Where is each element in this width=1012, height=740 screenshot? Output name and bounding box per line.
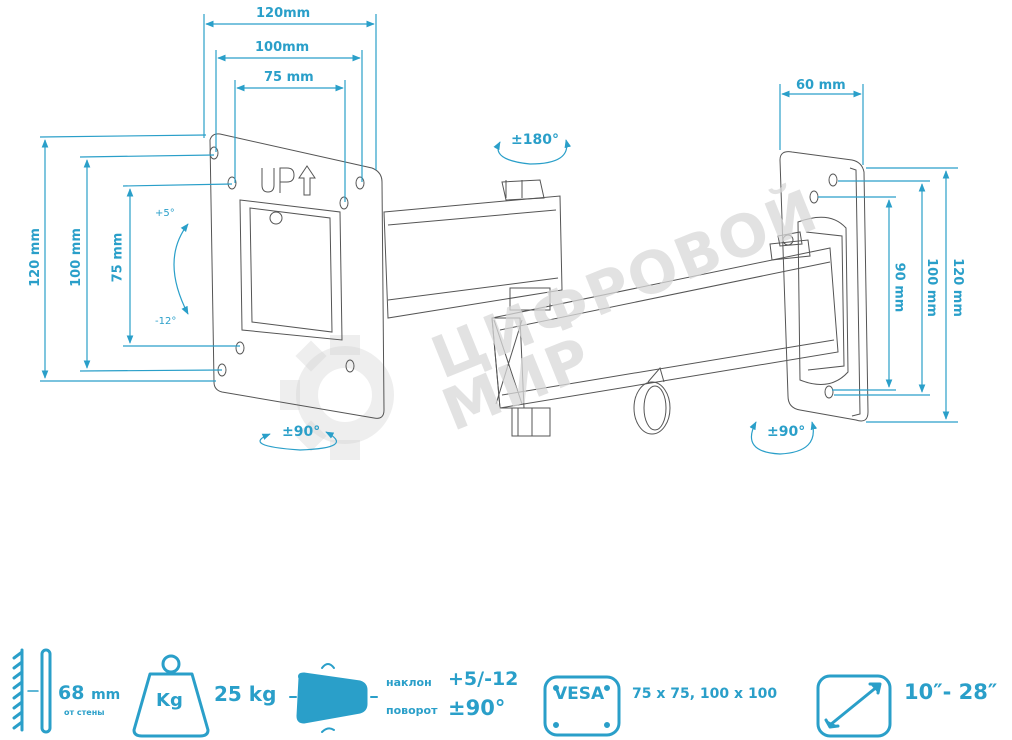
screen-size-icon <box>816 674 892 738</box>
wall-distance-value: 68 mm <box>58 682 121 704</box>
wall-distance-caption: от стены <box>64 708 105 717</box>
tilt-value: +5/-12 <box>448 668 519 690</box>
arm-rotation-label: ±180° <box>511 132 559 148</box>
dim-tv-height-75: 75 mm <box>110 232 126 283</box>
dim-wall-height-100: 100 mm <box>923 258 939 317</box>
vesa-icon-label: VESA <box>554 684 605 704</box>
tilt-down-label: -12° <box>155 316 177 327</box>
swivel-value: ±90° <box>448 696 506 720</box>
weight-icon <box>132 654 210 738</box>
mount-drawing <box>39 14 958 460</box>
dim-tv-width-100: 100mm <box>255 40 310 55</box>
dim-wall-height-90: 90 mm <box>891 262 907 313</box>
dim-wall-height-120: 120 mm <box>949 258 965 317</box>
swivel-label: поворот <box>386 704 438 717</box>
spec-icons <box>12 648 892 738</box>
watermark-gear-icon <box>296 346 394 444</box>
tv-swivel-label: ±90° <box>282 424 321 440</box>
tilt-swivel-icon <box>289 663 378 733</box>
vesa-icon <box>543 675 621 737</box>
dim-tv-width-75: 75 mm <box>264 70 314 85</box>
screen-size-value: 10″- 28″ <box>904 680 998 704</box>
dim-wall-width-60: 60 mm <box>796 78 846 93</box>
vesa-value: 75 x 75, 100 x 100 <box>632 686 778 702</box>
weight-icon-label: Kg <box>156 690 183 711</box>
weight-value: 25 kg <box>214 682 277 706</box>
wall-distance-icon <box>12 648 52 734</box>
wall-swivel-label: ±90° <box>767 424 806 440</box>
tilt-label: наклон <box>386 676 432 689</box>
dim-tv-width-120: 120mm <box>256 6 311 21</box>
tilt-up-label: +5° <box>155 208 175 219</box>
dim-tv-height-100: 100 mm <box>68 228 84 287</box>
dim-tv-height-120: 120 mm <box>27 228 43 287</box>
